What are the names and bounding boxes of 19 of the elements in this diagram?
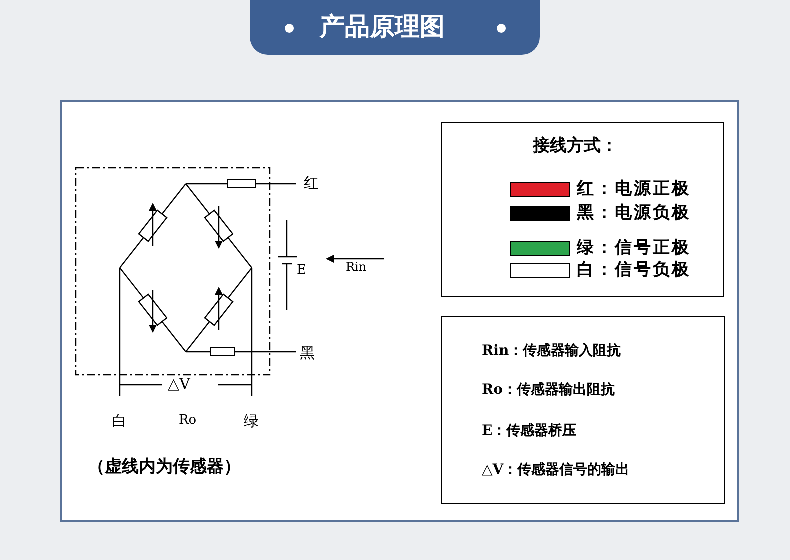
legend-text: 白：信号负极 xyxy=(577,262,691,279)
legend-text: 绿：信号正极 xyxy=(577,240,691,257)
caption: （虚线内为传感器） xyxy=(88,459,241,476)
wire-label: 白 xyxy=(112,414,127,429)
legend-text: 黑：电源负极 xyxy=(577,205,691,222)
page-title: 产品原理图 xyxy=(320,14,445,39)
note-text: Rin：传感器输入阻抗 xyxy=(482,344,622,358)
wire-label: 绿 xyxy=(244,414,259,429)
wire-label: 红 xyxy=(304,176,319,191)
impedance-label: Rin xyxy=(346,261,367,273)
voltage-label: E xyxy=(297,264,306,277)
note-text: Ro：传感器输出阻抗 xyxy=(482,383,615,397)
voltage-label: △V xyxy=(168,377,190,392)
legend-heading: 接线方式： xyxy=(533,138,618,155)
impedance-label: Ro xyxy=(179,414,197,427)
legend-text: 红：电源正极 xyxy=(577,181,691,198)
note-text: E：传感器桥压 xyxy=(482,424,577,438)
wire-label: 黑 xyxy=(300,346,315,361)
note-text: △V：传感器信号的输出 xyxy=(482,463,630,477)
